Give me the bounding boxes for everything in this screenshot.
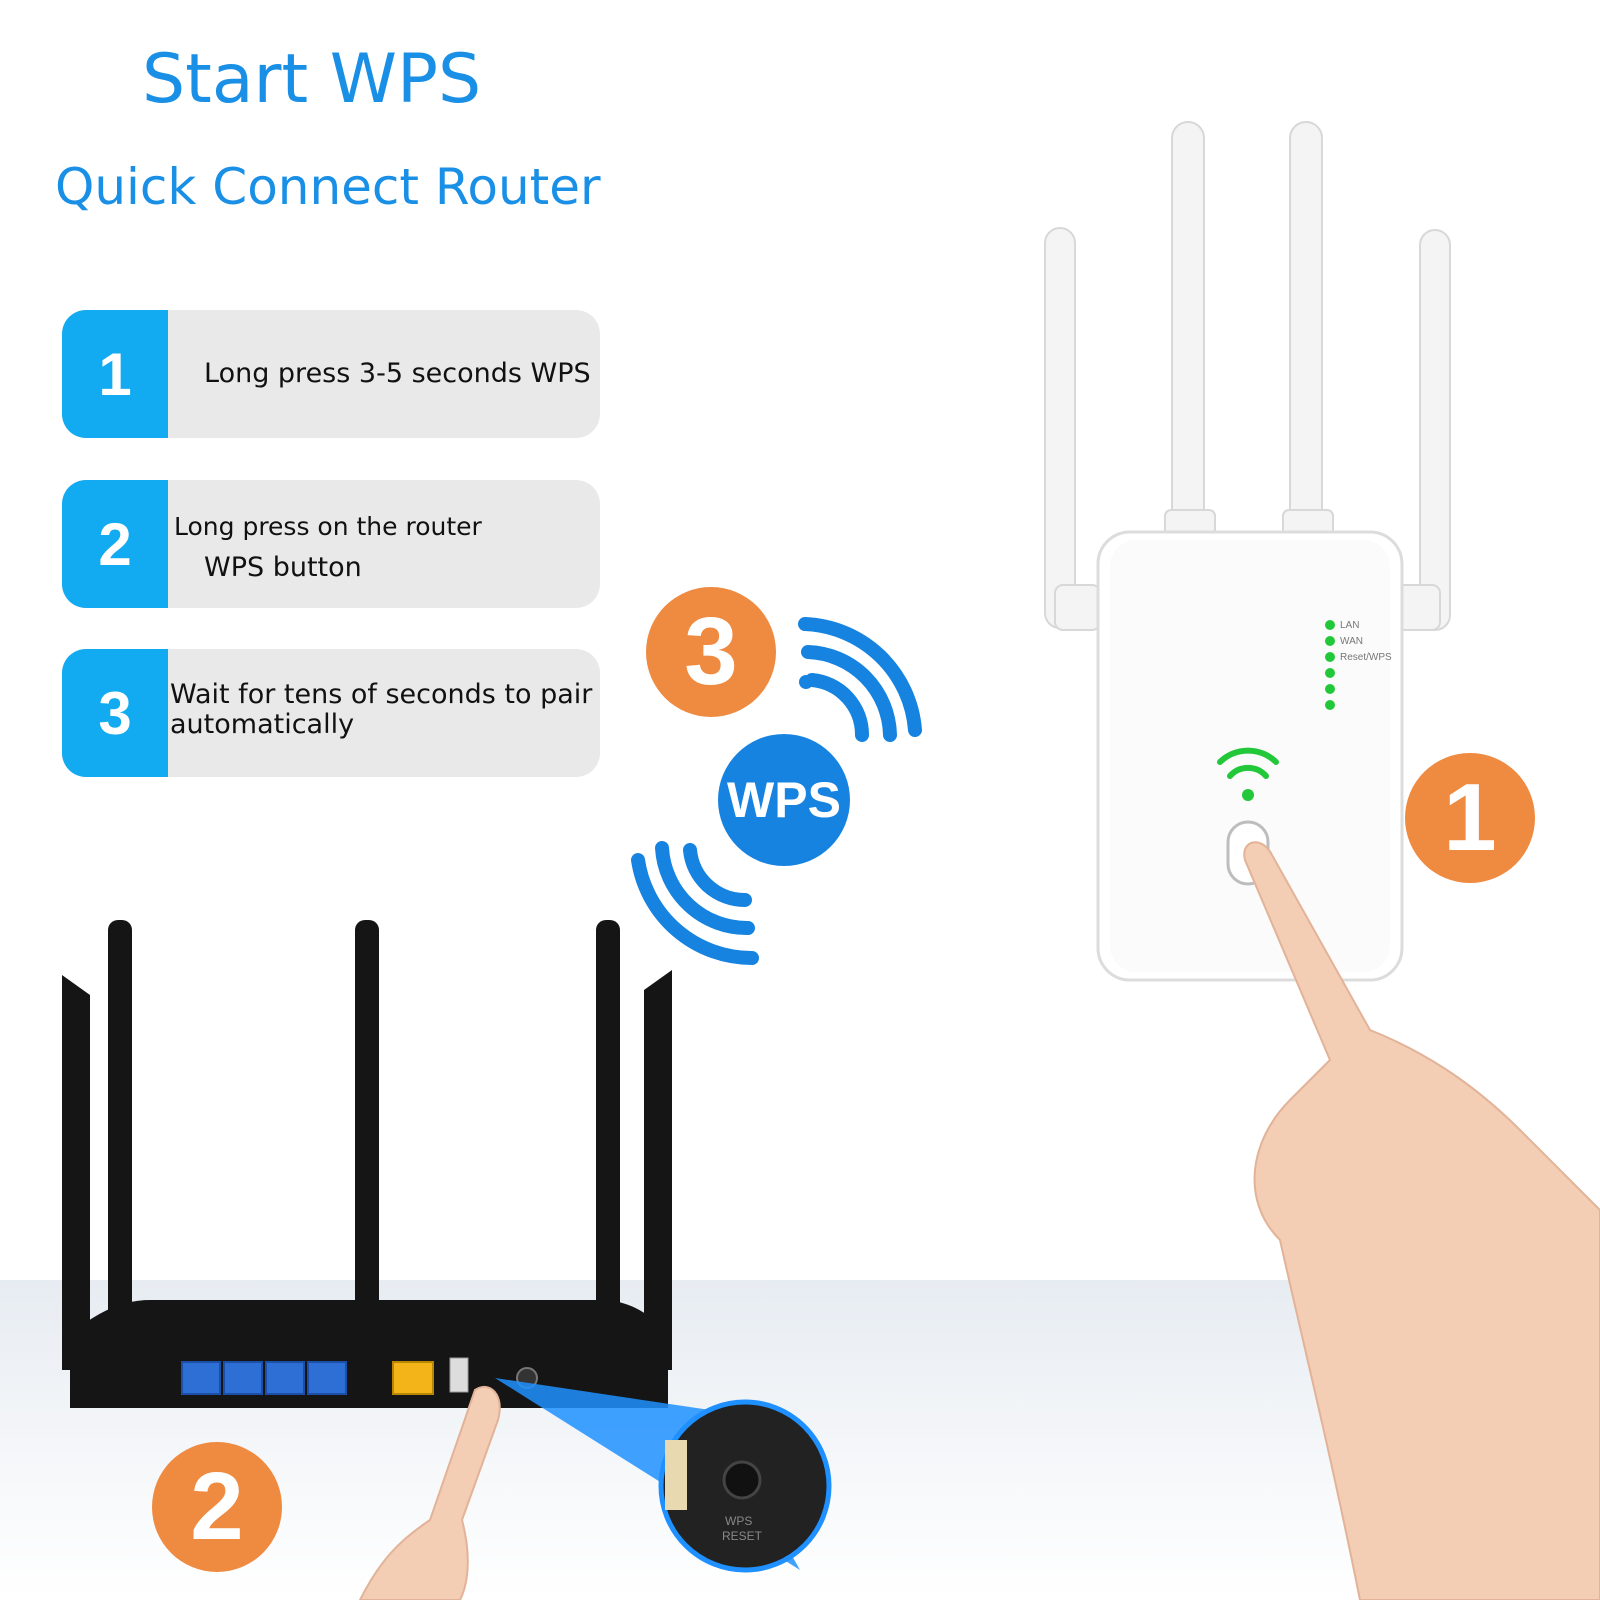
step-text: Long press 3-5 seconds WPS: [204, 358, 591, 389]
step-card-1: 1 Long press 3-5 seconds WPS: [62, 310, 600, 438]
wps-circle: WPS: [718, 734, 850, 866]
wifi-signal-icon: [1217, 747, 1279, 779]
step-number: 3: [62, 649, 168, 777]
led-label: Reset/WPS: [1340, 652, 1392, 663]
extender-led-indicators: [1325, 620, 1335, 710]
step-card-3: 3 Wait for tens of seconds to pair autom…: [62, 649, 600, 777]
led-label: WAN: [1340, 636, 1363, 647]
router-button-label: WPS: [725, 1514, 752, 1528]
usb-port: [449, 1357, 469, 1393]
badge-1: 1: [1405, 753, 1535, 883]
step-text-line-1: Wait for tens of seconds to pair: [170, 679, 593, 710]
page-title: Start WPS: [142, 40, 482, 119]
step-card-2: 2 Long press on the router WPS button: [62, 480, 600, 608]
router-wps-button: [722, 1460, 762, 1500]
step-number: 1: [62, 310, 168, 438]
wan-port: [392, 1361, 434, 1395]
badge-3: 3: [646, 587, 776, 717]
step-text-line-1: Long press on the router: [174, 512, 482, 541]
finger-pointer-icon: [1243, 841, 1600, 1600]
led-label: LAN: [1340, 620, 1359, 631]
extender: LAN WAN Reset/WPS: [1044, 121, 1451, 982]
lan-ports: [181, 1361, 347, 1395]
router: [62, 920, 672, 1408]
router-button-label: RESET: [722, 1529, 763, 1543]
wps-signal-arcs: [631, 645, 897, 966]
step-text-line-2: automatically: [170, 709, 355, 740]
finger-pointer-icon: [358, 1385, 501, 1600]
badge-2: 2: [152, 1442, 282, 1572]
step-text-line-2: WPS button: [204, 552, 362, 583]
page-subtitle: Quick Connect Router: [55, 158, 601, 216]
step-number: 2: [62, 480, 168, 608]
